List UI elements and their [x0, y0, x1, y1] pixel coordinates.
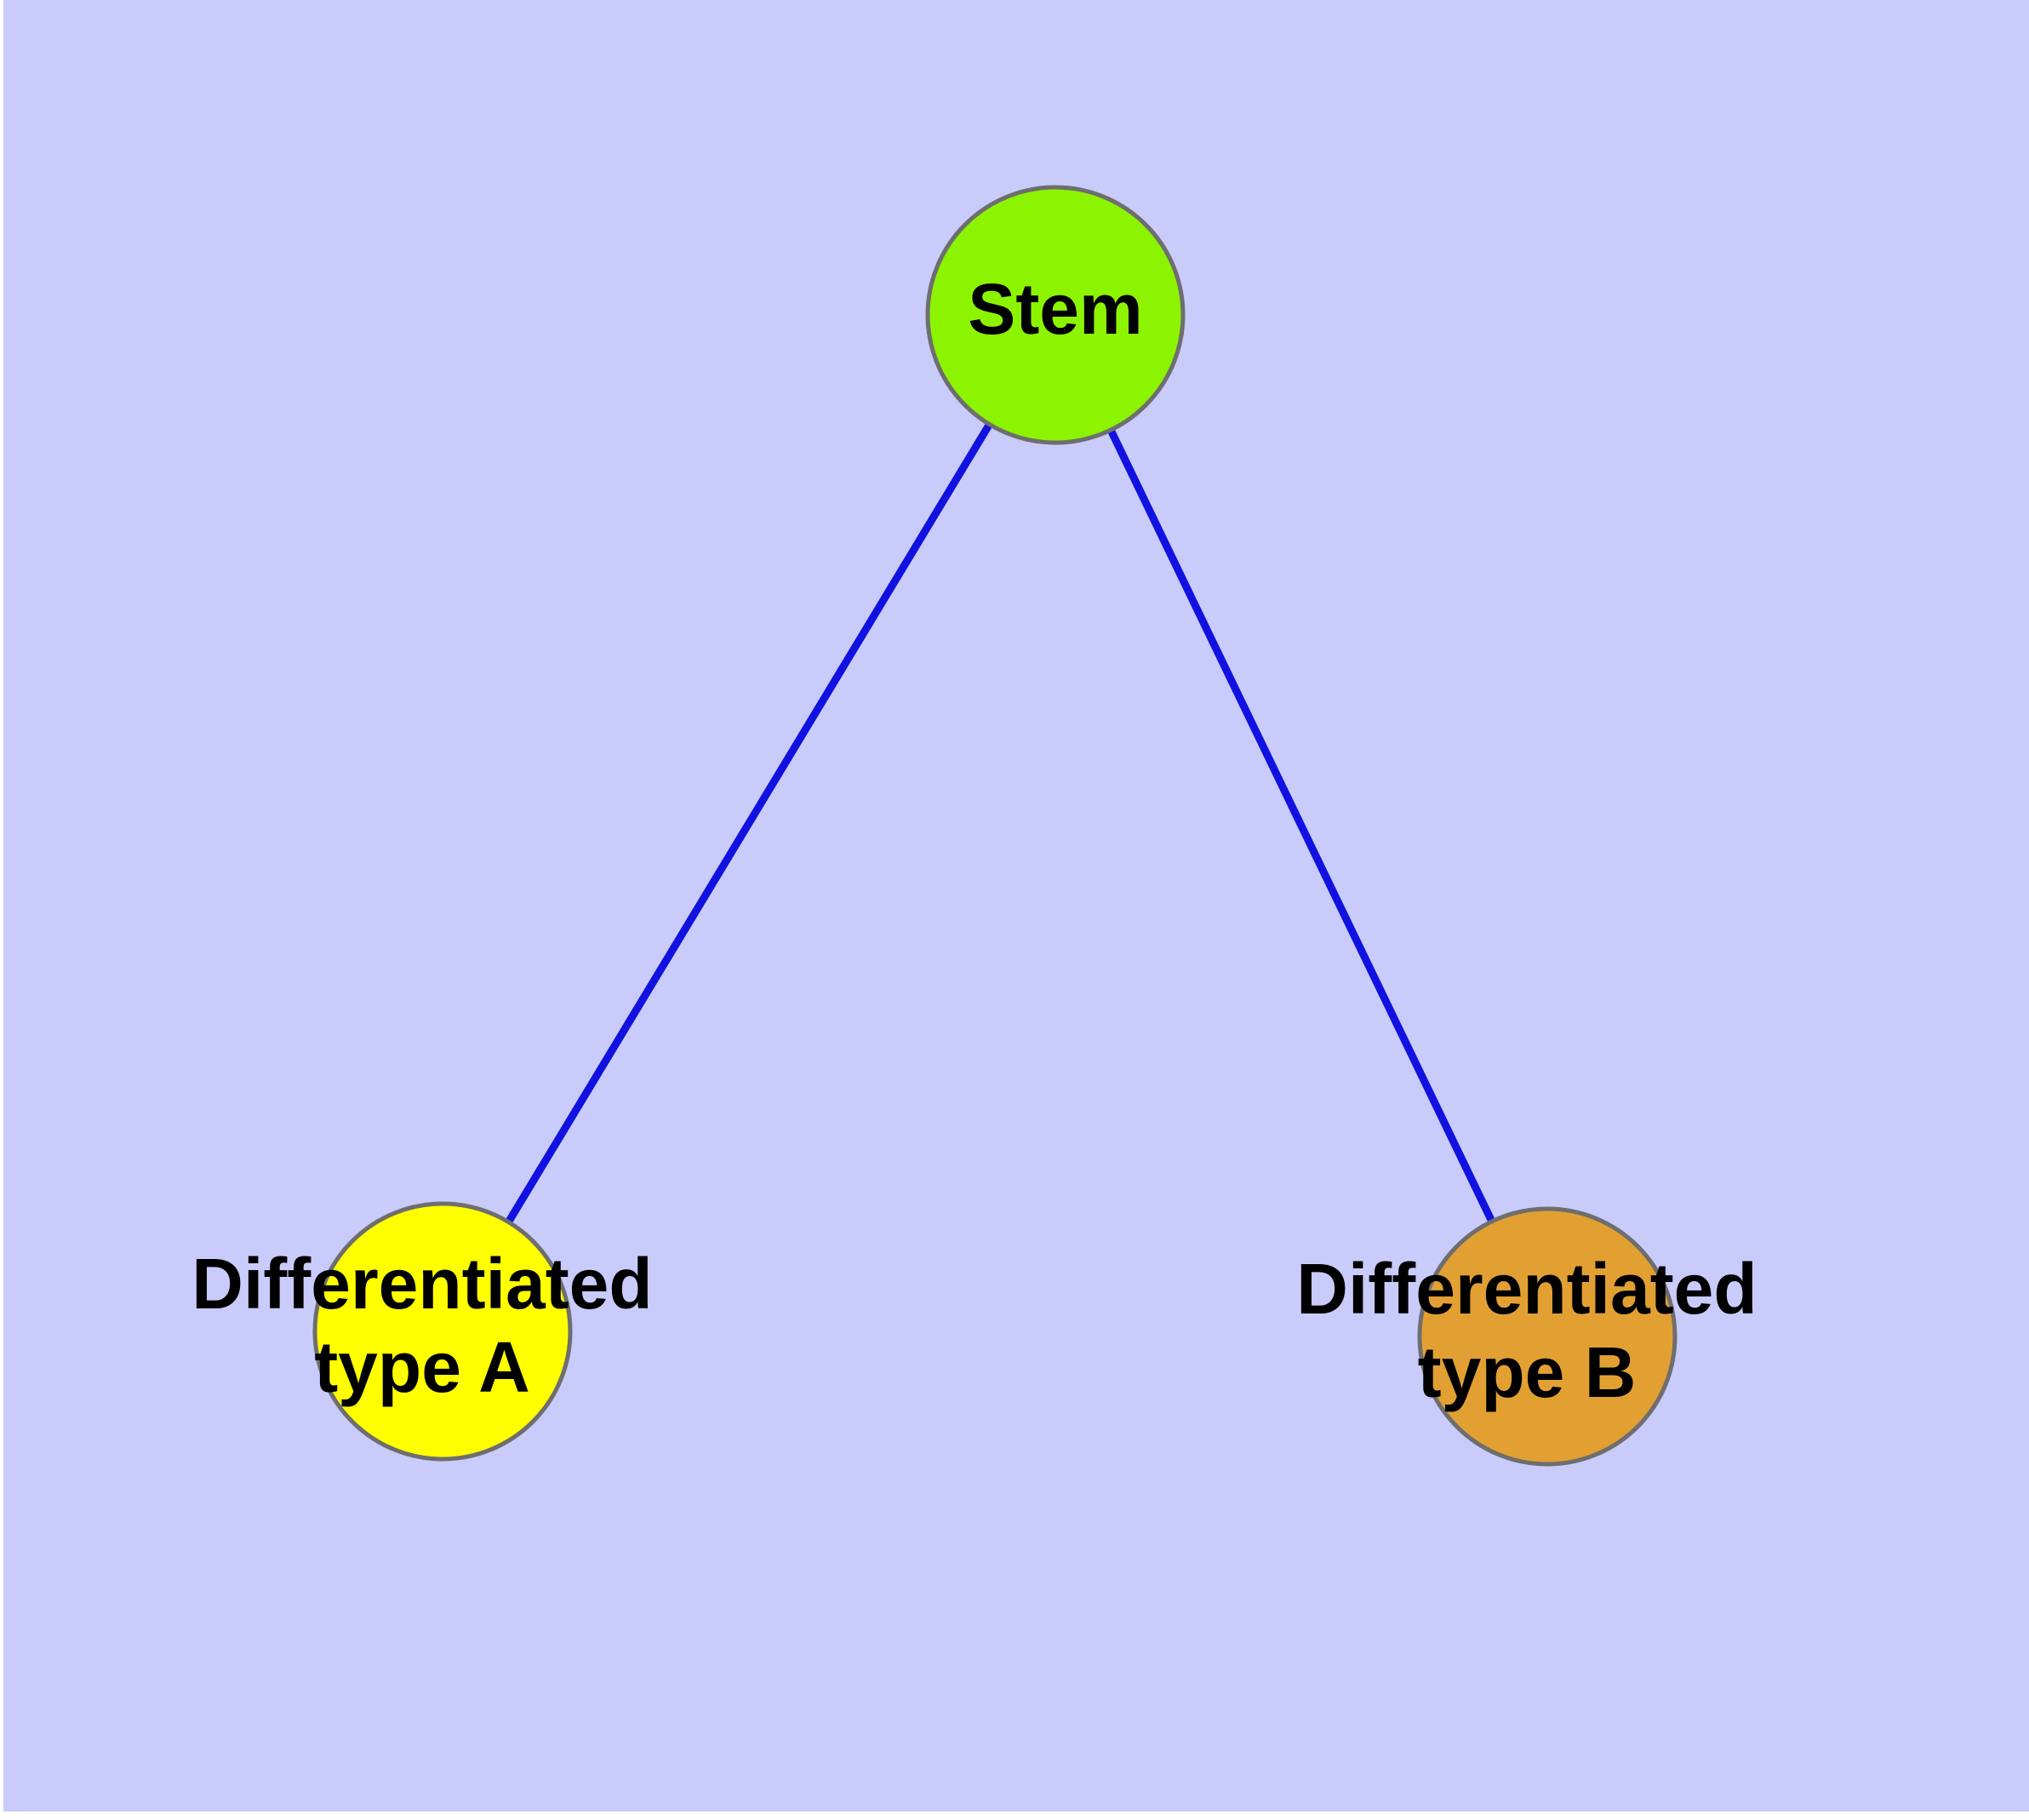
- edge-layer: [439, 312, 1552, 1338]
- edge-stem-diff_a: [439, 312, 1059, 1334]
- edge-stem-diff_b: [1051, 313, 1552, 1338]
- node-layer: [312, 185, 1677, 1467]
- node-label-line: Differentiated: [191, 1244, 652, 1324]
- node-diff_a[interactable]: [312, 1201, 573, 1462]
- node-label-line: Stem: [968, 269, 1142, 349]
- node-label-stem: Stem: [968, 269, 1142, 349]
- node-label-line: type A: [314, 1327, 530, 1407]
- node-label-line: type B: [1418, 1332, 1637, 1412]
- node-label-line: Differentiated: [1296, 1249, 1757, 1329]
- node-stem[interactable]: [925, 185, 1186, 445]
- node-diff_b[interactable]: [1417, 1206, 1677, 1467]
